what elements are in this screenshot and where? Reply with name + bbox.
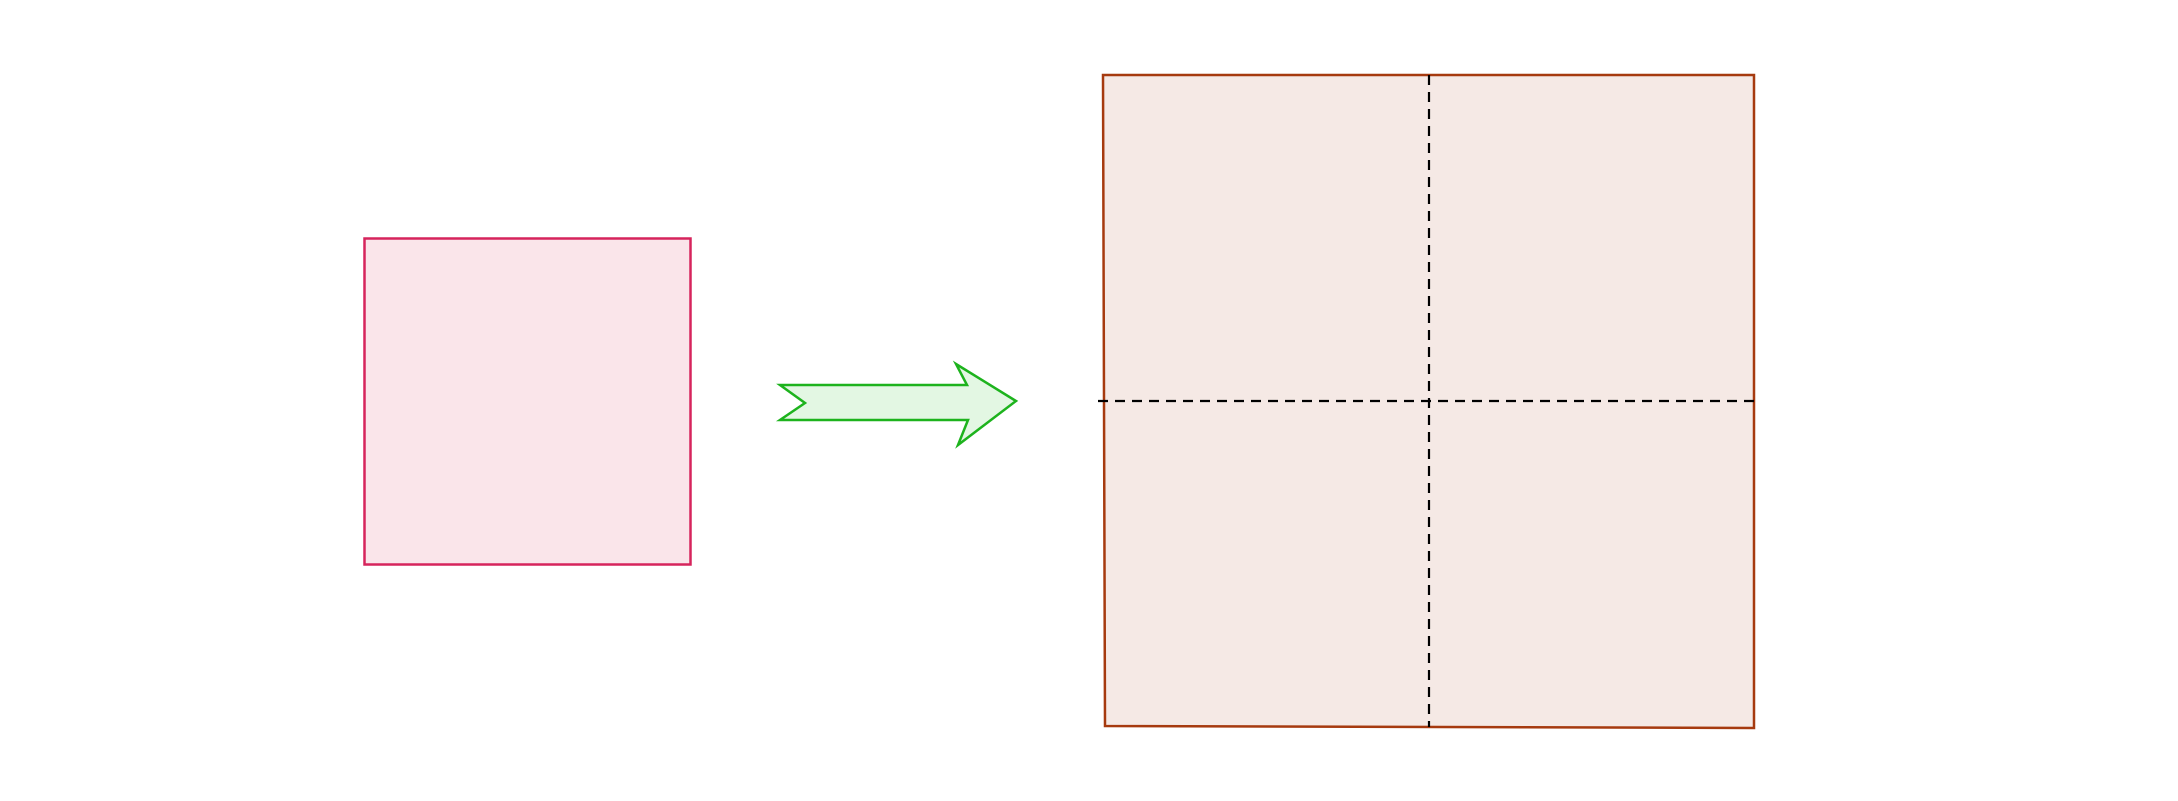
right-arrow — [775, 360, 1019, 449]
small-pink-square — [363, 237, 692, 566]
large-square-group — [1098, 73, 1756, 730]
